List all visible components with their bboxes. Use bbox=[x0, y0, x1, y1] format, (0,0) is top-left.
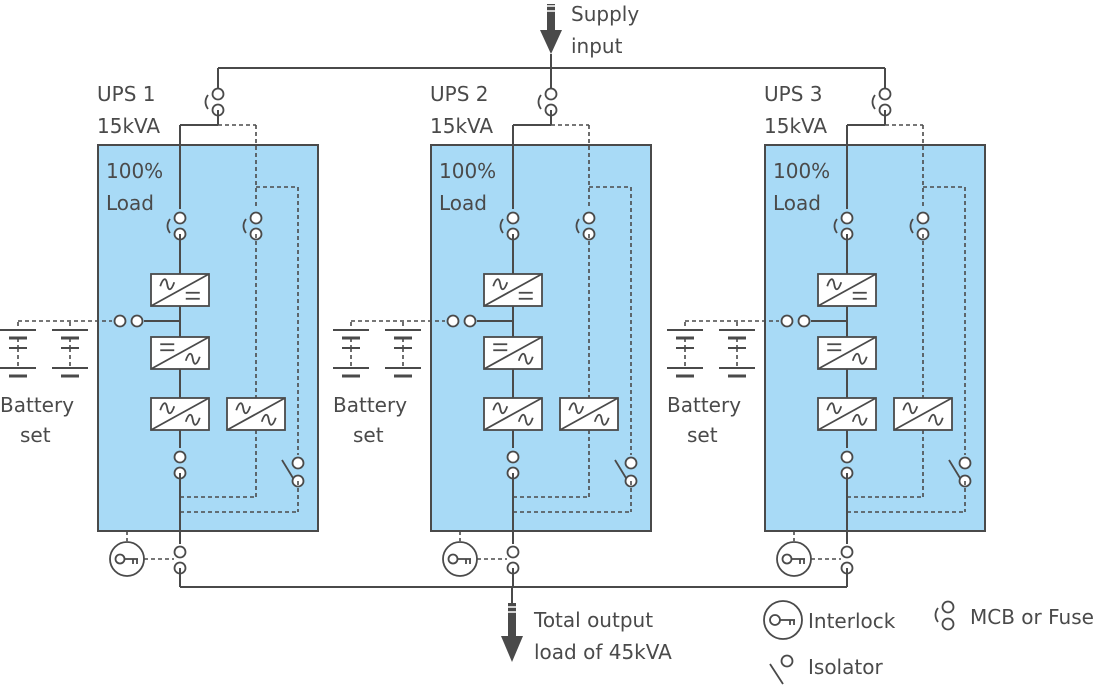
interlock-icon bbox=[109, 541, 145, 577]
rectifier-converter bbox=[817, 273, 877, 307]
battery-cell bbox=[52, 322, 88, 378]
battery-fuse bbox=[113, 314, 144, 328]
ups-rating-label: 15kVA bbox=[764, 114, 827, 138]
output-load-arrow bbox=[501, 603, 523, 662]
battery-set-label-line1: Battery bbox=[667, 393, 741, 417]
battery-cell bbox=[0, 322, 36, 378]
output-label-line1: Total output bbox=[533, 608, 653, 632]
ups-load-percent-label: 100% bbox=[439, 159, 496, 183]
input-mcb-fuse bbox=[537, 87, 558, 117]
output-switch bbox=[173, 450, 187, 480]
supply-input-arrow bbox=[540, 4, 562, 54]
ups-name-label: UPS 2 bbox=[430, 82, 488, 106]
static-bypass-switch bbox=[559, 397, 619, 431]
legend-interlock-label: Interlock bbox=[808, 609, 896, 633]
battery-set-label-line1: Battery bbox=[333, 393, 407, 417]
ups-rating-label: 15kVA bbox=[430, 114, 493, 138]
battery-cell bbox=[385, 322, 421, 378]
output-converter bbox=[150, 397, 210, 431]
battery-set-label-line2: set bbox=[20, 423, 51, 447]
supply-input-label-line1: Supply bbox=[571, 2, 639, 26]
battery-set-label-line2: set bbox=[353, 423, 384, 447]
static-bypass-switch bbox=[893, 397, 953, 431]
legend: Interlock Isolator MCB or Fuse bbox=[763, 600, 1094, 685]
legend-mcb-fuse-label: MCB or Fuse bbox=[970, 605, 1094, 629]
output-switch bbox=[506, 450, 520, 480]
output-converter bbox=[483, 397, 543, 431]
output-label-line2: load of 45kVA bbox=[534, 640, 672, 664]
battery-cell bbox=[667, 322, 703, 378]
ups-load-label: Load bbox=[439, 191, 487, 215]
output-converter bbox=[817, 397, 877, 431]
ups-name-label: UPS 3 bbox=[764, 82, 822, 106]
battery-cell bbox=[333, 322, 369, 378]
ups-load-percent-label: 100% bbox=[106, 159, 163, 183]
battery-fuse bbox=[446, 314, 477, 328]
supply-input-label-line2: input bbox=[571, 34, 623, 58]
legend-mcb-fuse-icon bbox=[934, 600, 955, 631]
bypass-mcb-fuse bbox=[575, 211, 596, 241]
ups-name-label: UPS 1 bbox=[97, 82, 155, 106]
inverter-converter bbox=[150, 336, 210, 370]
rectifier-converter bbox=[150, 273, 210, 307]
battery-set-label-line1: Battery bbox=[0, 393, 74, 417]
ups-load-label: Load bbox=[106, 191, 154, 215]
input-mcb-fuse bbox=[871, 87, 892, 117]
interlock-icon bbox=[442, 541, 478, 577]
inverter-converter bbox=[817, 336, 877, 370]
interlock-icon bbox=[776, 541, 812, 577]
battery-set-label-line2: set bbox=[687, 423, 718, 447]
rectifier-mcb-fuse bbox=[833, 211, 854, 241]
battery-cell bbox=[719, 322, 755, 378]
legend-isolator-icon bbox=[769, 654, 794, 685]
ups-rating-label: 15kVA bbox=[97, 114, 160, 138]
ups-load-label: Load bbox=[773, 191, 821, 215]
ups-load-percent-label: 100% bbox=[773, 159, 830, 183]
legend-interlock-icon bbox=[763, 600, 803, 640]
legend-isolator-label: Isolator bbox=[808, 655, 883, 679]
input-mcb-fuse bbox=[204, 87, 225, 117]
static-bypass-switch bbox=[226, 397, 286, 431]
battery-fuse bbox=[780, 314, 811, 328]
inverter-converter bbox=[483, 336, 543, 370]
rectifier-converter bbox=[483, 273, 543, 307]
